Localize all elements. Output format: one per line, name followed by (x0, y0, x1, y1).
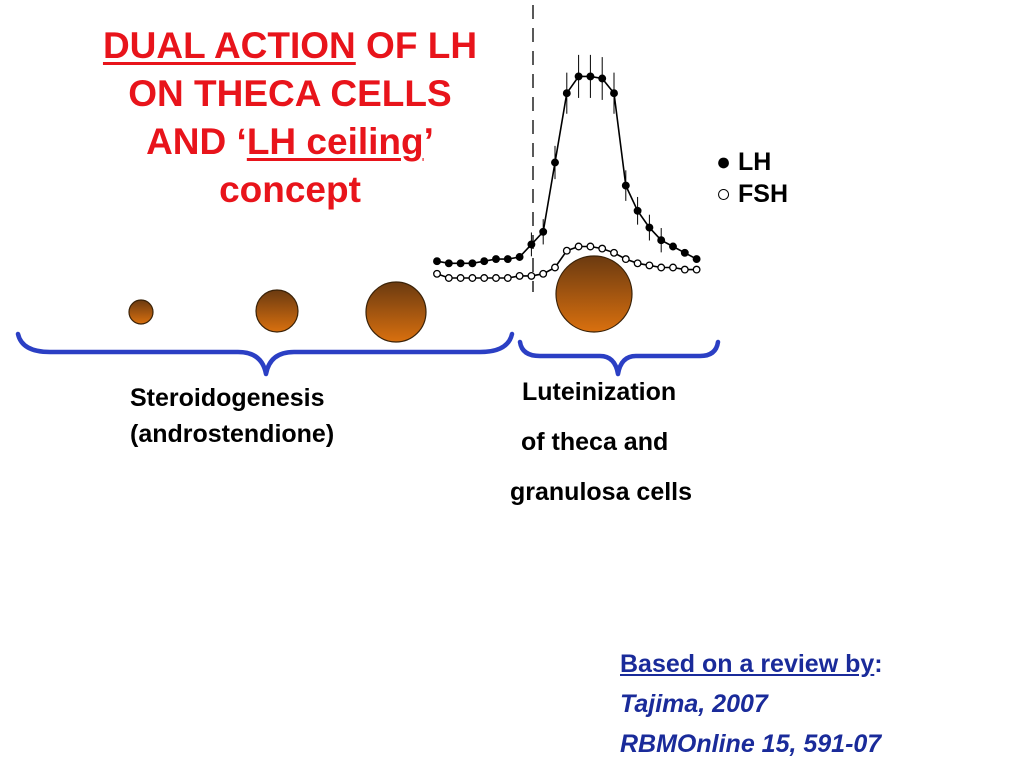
lh-data-point (468, 259, 477, 268)
fsh-data-point (492, 274, 500, 282)
legend-item-fsh: ○ FSH (716, 178, 788, 210)
fsh-data-point (456, 274, 465, 282)
slide-title: DUAL ACTION OF LH ON THECA CELLS AND ‘LH… (40, 22, 540, 214)
citation-block: Based on a review by: Tajima, 2007 RBMOn… (620, 644, 883, 764)
fsh-data-point (433, 269, 441, 278)
steroidogenesis-label: Steroidogenesis (androstendione) (130, 380, 334, 452)
fsh-data-point (645, 261, 654, 270)
fsh-data-point (527, 271, 536, 280)
lh-data-point (598, 74, 607, 83)
lh-data-point (480, 257, 489, 266)
fsh-data-point (586, 242, 595, 251)
fsh-data-point (680, 265, 689, 274)
fsh-data-point (562, 246, 571, 255)
citation-colon: : (874, 650, 883, 678)
lh-data-point (456, 259, 465, 268)
legend-label-lh: LH (738, 148, 772, 176)
citation-journal: RBMOnline 15, 591-07 (620, 730, 882, 758)
legend-item-lh: ● LH (716, 146, 788, 178)
citation-heading: Based on a review by (620, 650, 875, 678)
title-of-lh: OF LH (355, 25, 478, 66)
lh-data-point (492, 255, 500, 264)
open-circle-icon: ○ (716, 180, 732, 208)
lh-data-point (551, 158, 559, 167)
chart-legend: ● LH ○ FSH (716, 146, 788, 210)
follicle-small (128, 299, 154, 325)
title-line-2: ON THECA CELLS (128, 73, 452, 114)
lh-data-point (433, 257, 441, 266)
lh-data-point (586, 72, 595, 81)
lh-data-point (539, 227, 548, 236)
title-concept: concept (219, 169, 361, 210)
filled-circle-icon: ● (716, 148, 732, 176)
citation-author: Tajima, 2007 (620, 690, 768, 718)
follicle-preovulatory (555, 255, 633, 333)
brace-luteinization (517, 339, 721, 377)
fsh-data-point (610, 248, 618, 257)
fsh-data-point (574, 242, 583, 251)
lh-data-point (657, 236, 666, 245)
luteinization-line-3: granulosa cells (510, 478, 693, 506)
fsh-data-point (444, 274, 453, 282)
title-and: AND ‘ (146, 121, 247, 162)
title-quote-close: ’ (423, 121, 434, 162)
fsh-data-point (539, 269, 548, 278)
lh-data-point (610, 89, 618, 98)
lh-data-point (633, 206, 642, 215)
lh-data-point (527, 240, 536, 249)
fsh-data-point (515, 271, 524, 280)
fsh-data-point (598, 244, 607, 253)
fsh-data-point (621, 255, 630, 264)
lh-data-point (645, 223, 654, 232)
lh-data-point (515, 253, 524, 261)
fsh-data-point (480, 274, 489, 282)
lh-data-point (562, 89, 571, 98)
hormone-chart (433, 54, 701, 282)
fsh-data-point (503, 274, 512, 282)
luteinization-line-1: Luteinization (522, 378, 677, 406)
title-dual-action: DUAL ACTION (102, 25, 356, 66)
fsh-data-point (657, 263, 666, 272)
title-lh-ceiling: LH ceiling (246, 121, 424, 162)
fsh-data-point (551, 263, 559, 272)
lh-data-point (444, 259, 453, 268)
follicle-medium (255, 289, 299, 333)
steroidogenesis-line-2: (androstendione) (130, 420, 335, 448)
luteinization-line-2: of theca and (521, 428, 669, 456)
brace-steroidogenesis (15, 331, 515, 377)
lh-data-point (503, 255, 512, 264)
lh-data-point (680, 248, 689, 257)
steroidogenesis-line-1: Steroidogenesis (130, 384, 325, 412)
lh-data-point (669, 242, 677, 251)
lh-data-point (692, 255, 701, 264)
legend-label-fsh: FSH (738, 180, 788, 208)
lh-data-point (574, 72, 583, 81)
fsh-data-point (468, 274, 477, 282)
fsh-data-point (633, 259, 642, 268)
fsh-data-point (692, 265, 701, 274)
follicle-large (365, 281, 427, 343)
fsh-data-point (669, 263, 677, 272)
lh-data-point (621, 181, 630, 190)
